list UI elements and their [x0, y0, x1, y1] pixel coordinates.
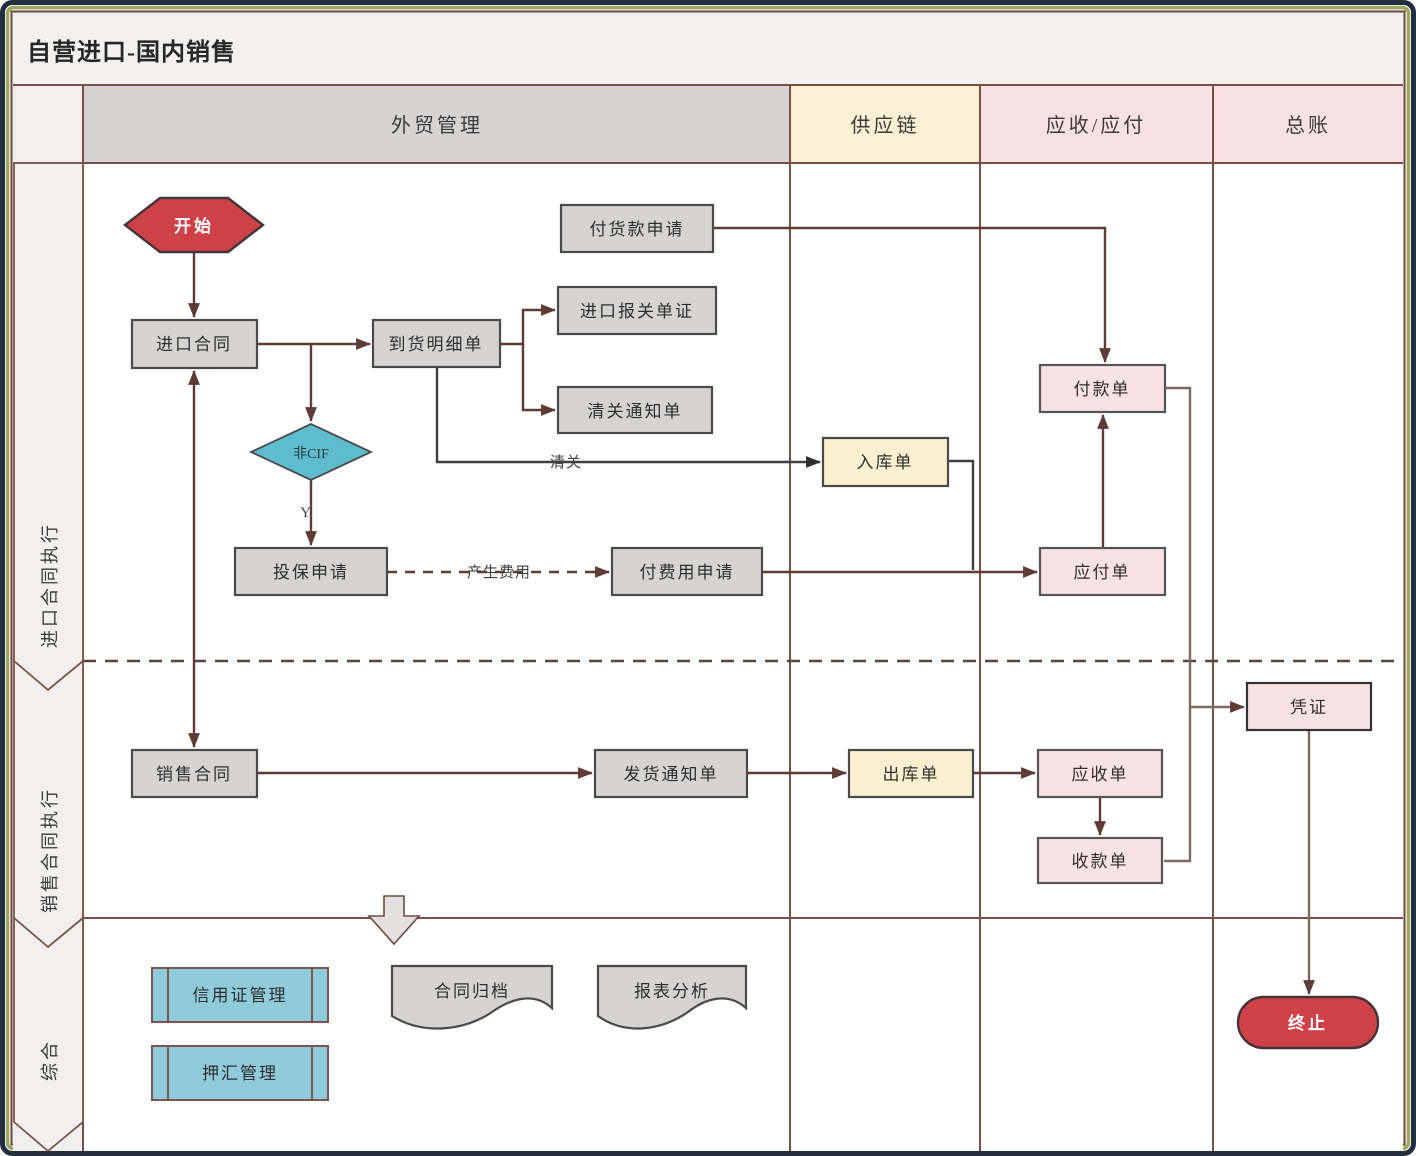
sales-contract-shape[interactable] [130, 748, 259, 799]
import-contract-label: 进口合同 [156, 335, 232, 354]
node-voucher[interactable]: 凭证 [1245, 681, 1373, 732]
insurance-request-shape[interactable] [233, 546, 389, 597]
header-ar-ap [980, 86, 1213, 163]
edge-warehouse-in-merge [948, 459, 975, 570]
row-label-import-execution: 进口合同执行 [40, 522, 60, 648]
header-ar-ap-label: 应收/应付 [1046, 114, 1147, 137]
header-foreign-trade-label: 外贸管理 [391, 114, 483, 137]
node-receivable-slip[interactable]: 应收单 [1036, 748, 1164, 799]
customs-declaration-label: 进口报关单证 [580, 302, 694, 321]
section-down-arrow-icon [367, 895, 421, 946]
edge-payment-receipt-junction [1164, 386, 1192, 863]
insurance-request-label: 投保申请 [273, 563, 349, 582]
label-incur-fee: 产生费用 [467, 564, 531, 581]
arrival-detail-shape[interactable] [371, 318, 502, 369]
node-delivery-notice[interactable]: 发货通知单 [593, 748, 749, 799]
payment-slip-label: 付款单 [1074, 380, 1131, 399]
header-general-ledger [1213, 86, 1403, 163]
clearance-notice-label: 清关通知单 [588, 402, 683, 421]
node-customs-declaration[interactable]: 进口报关单证 [556, 285, 718, 336]
warehouse-out-shape[interactable] [847, 748, 975, 799]
report-analysis-label: 报表分析 [634, 982, 710, 1001]
import-contract-shape[interactable] [130, 318, 259, 370]
node-payable-slip[interactable]: 应付单 [1038, 546, 1167, 597]
label-yes: Y [300, 505, 312, 521]
pay-fee-request-shape[interactable] [610, 546, 764, 597]
swimlane-column-headers: 外贸管理 供应链 应收/应付 总账 [83, 86, 1403, 163]
node-non-cif[interactable]: 非CIF [248, 423, 374, 481]
sales-contract-label: 销售合同 [156, 765, 232, 784]
pay-goods-request-shape[interactable] [559, 203, 715, 254]
receivable-slip-shape[interactable] [1036, 748, 1164, 799]
node-pay-goods-request[interactable]: 付货款申请 [559, 203, 715, 254]
receipt-slip-shape[interactable] [1036, 836, 1164, 885]
doc-bill-management-label: 押汇管理 [202, 1064, 278, 1083]
edge-arrival-detail-to-clearance-notice [521, 344, 557, 416]
nodes: 开始 进口合同 到货明细单 进口报关单证 清关通知单 付货款申请 非CIF [123, 196, 1380, 1101]
end-label: 终止 [1288, 1013, 1328, 1033]
payable-slip-shape[interactable] [1038, 546, 1167, 597]
warehouse-in-shape[interactable] [821, 436, 950, 488]
node-contract-archive[interactable]: 合同归档 [390, 964, 554, 1030]
receivable-slip-label: 应收单 [1072, 765, 1129, 784]
node-receipt-slip[interactable]: 收款单 [1036, 836, 1164, 885]
node-lc-management[interactable]: 信用证管理 [151, 967, 329, 1023]
voucher-shape[interactable] [1245, 681, 1373, 732]
edge-clearance-to-warehouse-in [435, 367, 822, 468]
label-clearance: 清关 [550, 454, 582, 471]
row-banner-general [13, 916, 84, 1153]
node-report-analysis[interactable]: 报表分析 [596, 964, 748, 1030]
doc-bill-management-shape[interactable] [151, 1045, 329, 1101]
receipt-slip-label: 收款单 [1072, 852, 1129, 871]
contract-archive-label: 合同归档 [434, 982, 510, 1001]
report-analysis-shape[interactable] [596, 964, 748, 1030]
customs-declaration-shape[interactable] [556, 285, 718, 336]
node-pay-fee-request[interactable]: 付费用申请 [610, 546, 764, 597]
node-insurance-request[interactable]: 投保申请 [233, 546, 389, 597]
title-bar: 自营进口-国内销售 [13, 38, 1403, 86]
arrival-detail-label: 到货明细单 [389, 335, 484, 354]
delivery-notice-shape[interactable] [593, 748, 749, 799]
header-general-ledger-label: 总账 [1285, 114, 1331, 137]
header-supply-chain [790, 86, 980, 163]
lc-management-label: 信用证管理 [193, 986, 288, 1005]
node-end[interactable]: 终止 [1236, 995, 1380, 1050]
row-label-general: 综合 [40, 1039, 60, 1081]
node-clearance-notice[interactable]: 清关通知单 [556, 385, 714, 435]
edge-arrival-detail-to-customs-declaration [500, 304, 557, 346]
node-warehouse-out[interactable]: 出库单 [847, 748, 975, 799]
voucher-label: 凭证 [1290, 698, 1328, 717]
delivery-notice-label: 发货通知单 [624, 765, 719, 784]
non-cif-diamond-shape[interactable] [248, 423, 374, 481]
node-arrival-detail[interactable]: 到货明细单 [371, 318, 502, 369]
payment-slip-shape[interactable] [1038, 363, 1167, 414]
pay-goods-request-label: 付货款申请 [590, 220, 685, 239]
node-sales-contract[interactable]: 销售合同 [130, 748, 259, 799]
header-supply-chain-label: 供应链 [851, 114, 920, 137]
node-import-contract[interactable]: 进口合同 [130, 318, 259, 370]
start-label: 开始 [174, 216, 214, 236]
node-start[interactable]: 开始 [123, 196, 265, 254]
edges [188, 226, 1315, 996]
node-warehouse-in[interactable]: 入库单 [821, 436, 950, 488]
edge-pay-goods-to-payment-slip [713, 226, 1111, 364]
page-title: 自营进口-国内销售 [27, 38, 236, 66]
payable-slip-label: 应付单 [1074, 563, 1131, 582]
node-payment-slip[interactable]: 付款单 [1038, 363, 1167, 414]
warehouse-in-label: 入库单 [857, 453, 914, 472]
lc-management-shape[interactable] [151, 967, 329, 1023]
contract-archive-shape[interactable] [390, 964, 554, 1030]
row-label-sales-execution: 销售合同执行 [40, 787, 60, 913]
node-doc-bill-management[interactable]: 押汇管理 [151, 1045, 329, 1101]
pay-fee-request-label: 付费用申请 [640, 563, 735, 582]
swimlane-row-labels: 进口合同执行 销售合同执行 综合 [13, 162, 84, 1153]
warehouse-out-label: 出库单 [883, 765, 940, 784]
header-foreign-trade [83, 86, 790, 163]
edge-labels: 清关 Y 产生费用 [300, 454, 582, 581]
end-stadium-shape[interactable] [1236, 995, 1380, 1050]
clearance-notice-shape[interactable] [556, 385, 714, 435]
non-cif-label: 非CIF [293, 446, 329, 462]
start-hexagon-shape[interactable] [123, 196, 265, 254]
